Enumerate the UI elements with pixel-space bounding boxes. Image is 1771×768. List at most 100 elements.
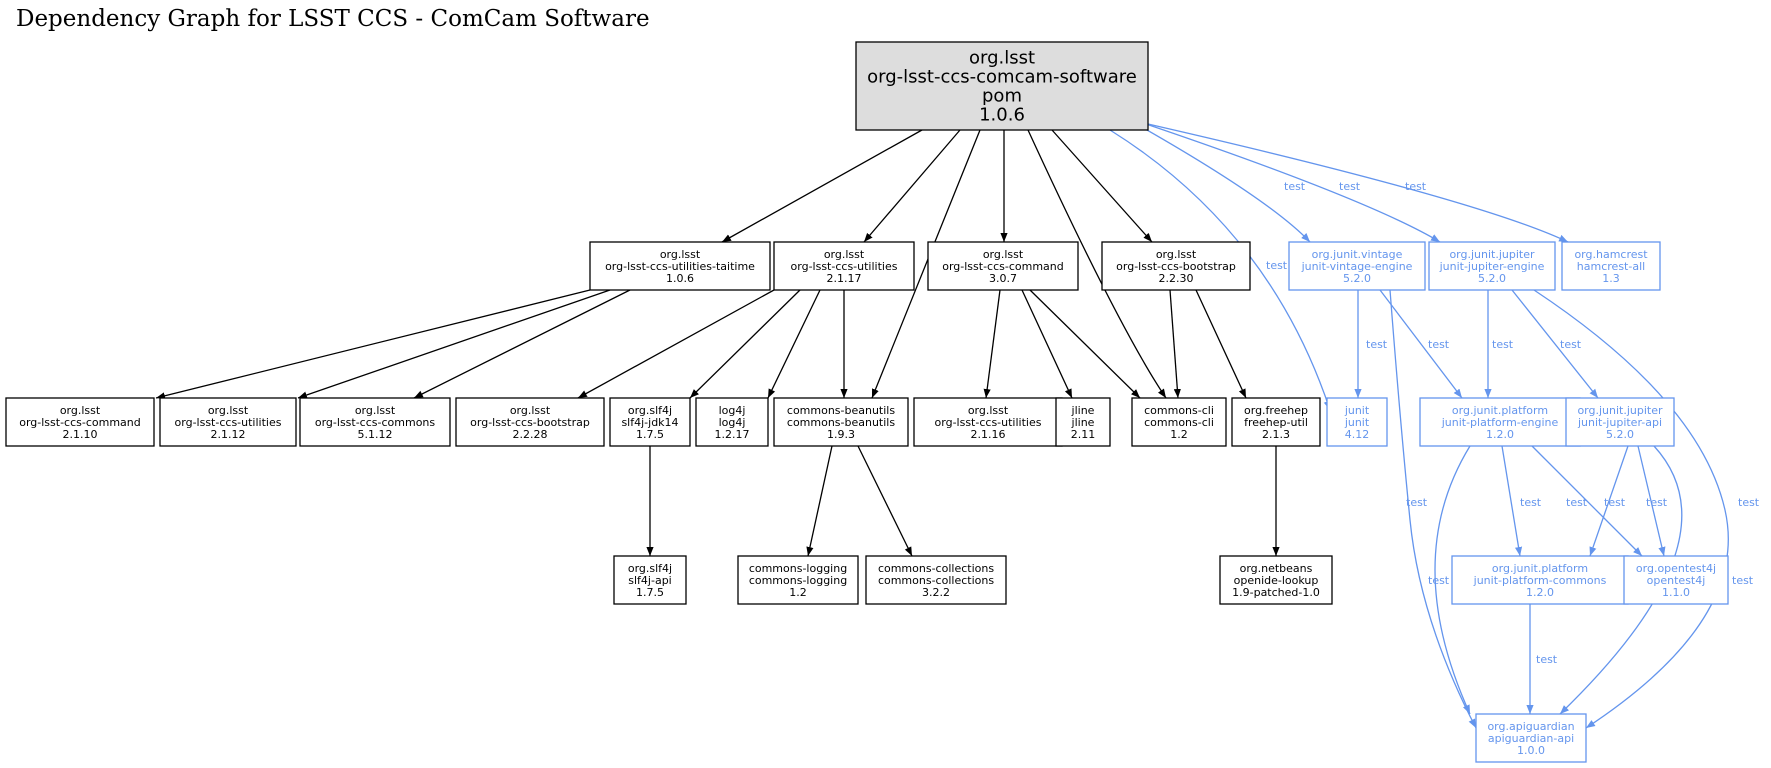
node-boot2230-line-0: org.lsst [1156,248,1197,261]
node-jupeng: org.junit.jupiterjunit-jupiter-engine5.2… [1428,241,1556,291]
edge-root-to-vintage [1139,125,1311,243]
node-apiguardian-line-1: apiguardian-api [1488,732,1574,745]
node-box-util2117 [773,241,915,291]
node-beanutils-line-1: commons-beanutils [787,416,895,429]
node-box-root [855,41,1149,131]
edge-label-platengine-to-platcommons: test [1520,496,1542,509]
edge-label-platengine-to-opentest4j: test [1566,496,1588,509]
edge-cmd307-to-util2116 [983,289,1001,399]
edge-root-to-taitime [721,129,923,243]
node-boot2230-line-1: org-lsst-ccs-bootstrap [1116,260,1236,273]
node-root-line-1: org-lsst-ccs-comcam-software [867,67,1137,88]
node-box-taitime [589,241,771,291]
node-box-opentest4j [1623,555,1729,605]
edge-platengine-to-platcommons [1501,445,1523,557]
edge-root-to-hamcrest [1147,123,1569,243]
node-commons5112-line-2: 5.1.12 [358,428,393,441]
node-box-util2112 [159,397,297,447]
node-jline-line-0: jline [1071,404,1095,417]
edge-root-to-cli [1027,129,1167,399]
node-box-cmd307 [927,241,1079,291]
edge-root-to-beanutils [871,129,981,399]
node-util2112-line-0: org.lsst [208,404,249,417]
node-commons5112-line-0: org.lsst [355,404,396,417]
node-openide-line-2: 1.9-patched-1.0 [1232,586,1320,599]
node-platcommons-line-0: org.junit.platform [1492,562,1588,575]
node-opentest4j-line-2: 1.1.0 [1662,586,1690,599]
edge-root-to-boot2230 [1051,129,1153,243]
node-hamcrest-line-2: 1.3 [1602,272,1620,285]
edge-util2117-to-log4j [767,289,821,399]
node-boot2228-line-2: 2.2.28 [513,428,548,441]
node-freehep-line-1: freehep-util [1244,416,1308,429]
node-apiguardian-line-2: 1.0.0 [1517,744,1545,757]
node-box-slf4japi [613,555,687,605]
node-box-util2116 [913,397,1063,447]
node-box-boot2230 [1101,241,1251,291]
node-box-hamcrest [1561,241,1661,291]
edge-vintage-to-platengine [1379,289,1463,399]
edge-label-root-to-junit: test [1266,259,1288,272]
node-logging-line-2: 1.2 [789,586,807,599]
edge-label-jupeng-to-apiguardian: test [1738,496,1760,509]
node-cmd2110-line-2: 2.1.10 [63,428,98,441]
edge-boot2230-to-cli [1169,289,1181,399]
node-log4j-line-1: log4j [719,416,746,429]
edge-util2117-to-slf4jjdk [689,289,801,399]
node-cli-line-1: commons-cli [1144,416,1214,429]
node-boot2228-line-1: org-lsst-ccs-bootstrap [470,416,590,429]
edge-taitime-to-util2112 [297,289,611,399]
node-util2117-line-0: org.lsst [824,248,865,261]
node-freehep-line-2: 2.1.3 [1262,428,1290,441]
node-vintage: org.junit.vintagejunit-vintage-engine5.2… [1288,241,1426,291]
edge-cmd307-to-cli [1029,289,1141,399]
node-util2117-line-1: org-lsst-ccs-utilities [791,260,898,273]
edge-boot2230-to-freehep [1195,289,1247,399]
node-util2112-line-2: 2.1.12 [211,428,246,441]
node-jupapi-line-0: org.junit.jupiter [1577,404,1663,417]
node-jupeng-line-0: org.junit.jupiter [1449,248,1535,261]
node-logging-line-0: commons-logging [749,562,847,575]
node-slf4japi-line-2: 1.7.5 [636,586,664,599]
node-cli-line-2: 1.2 [1170,428,1188,441]
node-root-line-3: 1.0.6 [979,105,1025,126]
node-box-collections [865,555,1007,605]
node-root: org.lsstorg-lsst-ccs-comcam-softwarepom1… [855,41,1149,131]
node-openide: org.netbeansopenide-lookup1.9-patched-1.… [1219,555,1333,605]
node-hamcrest-line-0: org.hamcrest [1574,248,1648,261]
node-box-freehep [1231,397,1321,447]
node-cmd307-line-0: org.lsst [983,248,1024,261]
node-box-platengine [1419,397,1581,447]
node-box-jline [1055,397,1111,447]
node-cmd307-line-1: org-lsst-ccs-command [942,260,1064,273]
node-platengine-line-2: 1.2.0 [1486,428,1514,441]
node-boot2228-line-0: org.lsst [510,404,551,417]
node-jupapi-line-2: 5.2.0 [1606,428,1634,441]
edge-label-vintage-to-apiguardian: test [1406,496,1428,509]
node-root-line-2: pom [982,86,1022,107]
edge-jupapi-to-opentest4j [1637,445,1666,557]
edge-taitime-to-cmd2110 [155,289,591,400]
edge-vintage-to-apiguardian [1389,289,1477,729]
node-openide-line-0: org.netbeans [1240,562,1313,575]
edge-label-jupapi-to-platcommons: test [1604,496,1626,509]
node-util2116-line-1: org-lsst-ccs-utilities [935,416,1042,429]
edge-label-vintage-to-junit: test [1366,338,1388,351]
node-logging-line-1: commons-logging [749,574,847,587]
node-taitime-line-0: org.lsst [660,248,701,261]
node-box-slf4jjdk [609,397,691,447]
node-box-cli [1131,397,1227,447]
node-apiguardian-line-0: org.apiguardian [1487,720,1574,733]
node-junit-line-0: junit [1344,404,1370,417]
node-util2112-line-1: org-lsst-ccs-utilities [175,416,282,429]
